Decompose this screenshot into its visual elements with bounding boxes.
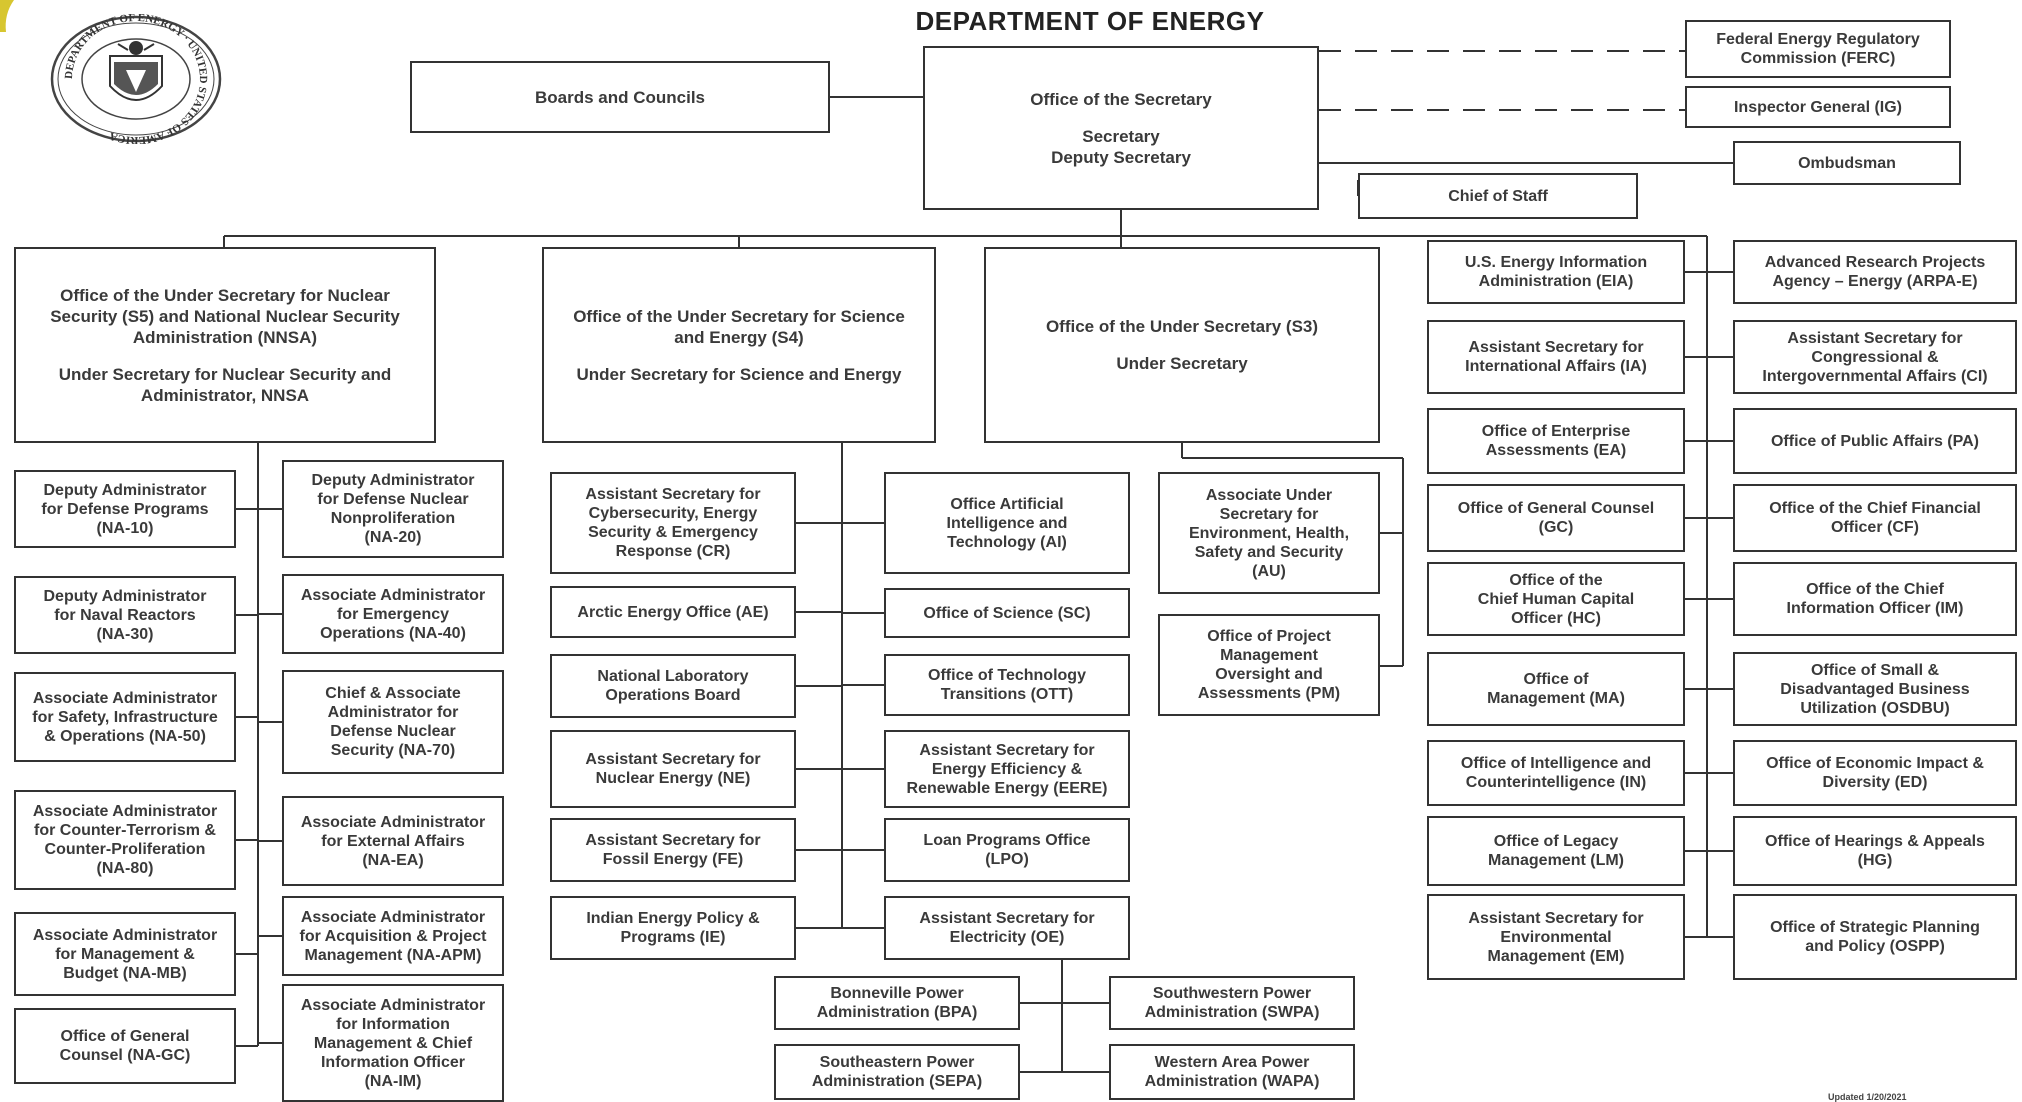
nnsa-right-box: Associate Administrator for Information … [282, 984, 504, 1102]
pma-box: Southwestern Power Administration (SWPA) [1109, 976, 1355, 1030]
s4-subheading: Under Secretary for Science and Energy [576, 364, 902, 384]
staff-right-box: Office of Small & Disadvantaged Business… [1733, 652, 2017, 726]
pma-box: Western Area Power Administration (WAPA) [1109, 1044, 1355, 1100]
ig-box: Inspector General (IG) [1685, 86, 1951, 128]
s4-right-box: Assistant Secretary for Energy Efficienc… [884, 730, 1130, 808]
s3-item-box: Associate Under Secretary for Environmen… [1158, 472, 1380, 594]
ombudsman-box: Ombudsman [1733, 141, 1961, 185]
nnsa-left-box: Associate Administrator for Counter-Terr… [14, 790, 236, 890]
s4-left-box: Indian Energy Policy & Programs (IE) [550, 896, 796, 960]
doe-seal-icon: DEPARTMENT OF ENERGY · UNITED STATES OF … [50, 14, 222, 144]
staff-left-box: Office of Management (MA) [1427, 652, 1685, 726]
staff-right-box: Office of the Chief Information Officer … [1733, 562, 2017, 636]
staff-left-box: Office of Legacy Management (LM) [1427, 816, 1685, 886]
page-title: DEPARTMENT OF ENERGY [915, 6, 1265, 36]
s4-heading: Office of the Under Secretary for Scienc… [573, 306, 905, 347]
nnsa-left-box: Office of General Counsel (NA-GC) [14, 1008, 236, 1084]
corner-logo-icon [0, 0, 14, 32]
nnsa-right-box: Deputy Administrator for Defense Nuclear… [282, 460, 504, 558]
pma-box: Bonneville Power Administration (BPA) [774, 976, 1020, 1030]
nnsa-left-box: Deputy Administrator for Naval Reactors … [14, 576, 236, 654]
nnsa-right-box: Chief & Associate Administrator for Defe… [282, 670, 504, 774]
s4-left-box: National Laboratory Operations Board [550, 654, 796, 718]
nnsa-left-box: Associate Administrator for Safety, Infr… [14, 672, 236, 762]
s4-right-box: Office Artificial Intelligence and Techn… [884, 472, 1130, 574]
s3-box: Office of the Under Secretary (S3) Under … [984, 247, 1380, 443]
staff-left-box: Assistant Secretary for International Af… [1427, 320, 1685, 394]
boards-councils-box: Boards and Councils [410, 61, 830, 133]
staff-left-box: U.S. Energy Information Administration (… [1427, 240, 1685, 304]
updated-date: Updated 1/20/2021 [1828, 1092, 1907, 1102]
s4-left-box: Assistant Secretary for Cybersecurity, E… [550, 472, 796, 574]
nnsa-right-box: Associate Administrator for Acquisition … [282, 896, 504, 976]
s4-right-box: Office of Technology Transitions (OTT) [884, 654, 1130, 716]
nnsa-subheading: Under Secretary for Nuclear Security and… [58, 364, 392, 405]
nnsa-right-box: Associate Administrator for External Aff… [282, 796, 504, 886]
s4-left-box: Assistant Secretary for Fossil Energy (F… [550, 818, 796, 882]
staff-right-box: Office of Public Affairs (PA) [1733, 408, 2017, 474]
s4-right-box: Assistant Secretary for Electricity (OE) [884, 896, 1130, 960]
staff-left-box: Office of Intelligence and Counterintell… [1427, 740, 1685, 806]
s4-right-box: Office of Science (SC) [884, 588, 1130, 638]
staff-left-box: Assistant Secretary for Environmental Ma… [1427, 894, 1685, 980]
secretary-office-label: Office of the Secretary [1030, 89, 1212, 109]
nnsa-left-box: Deputy Administrator for Defense Program… [14, 470, 236, 548]
nnsa-box: Office of the Under Secretary for Nuclea… [14, 247, 436, 443]
nnsa-left-box: Associate Administrator for Management &… [14, 912, 236, 996]
s3-subheading: Under Secretary [1116, 354, 1248, 373]
s4-box: Office of the Under Secretary for Scienc… [542, 247, 936, 443]
s4-right-box: Loan Programs Office (LPO) [884, 818, 1130, 882]
staff-right-box: Assistant Secretary for Congressional & … [1733, 320, 2017, 394]
nnsa-heading: Office of the Under Secretary for Nuclea… [50, 285, 400, 347]
nnsa-right-box: Associate Administrator for Emergency Op… [282, 574, 504, 654]
s4-left-box: Assistant Secretary for Nuclear Energy (… [550, 730, 796, 808]
deputy-secretary-label: Deputy Secretary [1051, 147, 1191, 167]
staff-left-box: Office of Enterprise Assessments (EA) [1427, 408, 1685, 474]
ferc-box: Federal Energy Regulatory Commission (FE… [1685, 20, 1951, 78]
staff-right-box: Advanced Research Projects Agency – Ener… [1733, 240, 2017, 304]
staff-right-box: Office of Economic Impact & Diversity (E… [1733, 740, 2017, 806]
s3-heading: Office of the Under Secretary (S3) [1045, 317, 1319, 336]
pma-box: Southeastern Power Administration (SEPA) [774, 1044, 1020, 1100]
s3-item-box: Office of Project Management Oversight a… [1158, 614, 1380, 716]
secretary-label: Secretary [1082, 126, 1160, 146]
staff-right-box: Office of Strategic Planning and Policy … [1733, 894, 2017, 980]
chief-of-staff-box: Chief of Staff [1358, 173, 1638, 219]
staff-left-box: Office of General Counsel (GC) [1427, 484, 1685, 552]
staff-right-box: Office of the Chief Financial Officer (C… [1733, 484, 2017, 552]
staff-left-box: Office of the Chief Human Capital Office… [1427, 562, 1685, 636]
staff-right-box: Office of Hearings & Appeals (HG) [1733, 816, 2017, 886]
s4-left-box: Arctic Energy Office (AE) [550, 586, 796, 638]
